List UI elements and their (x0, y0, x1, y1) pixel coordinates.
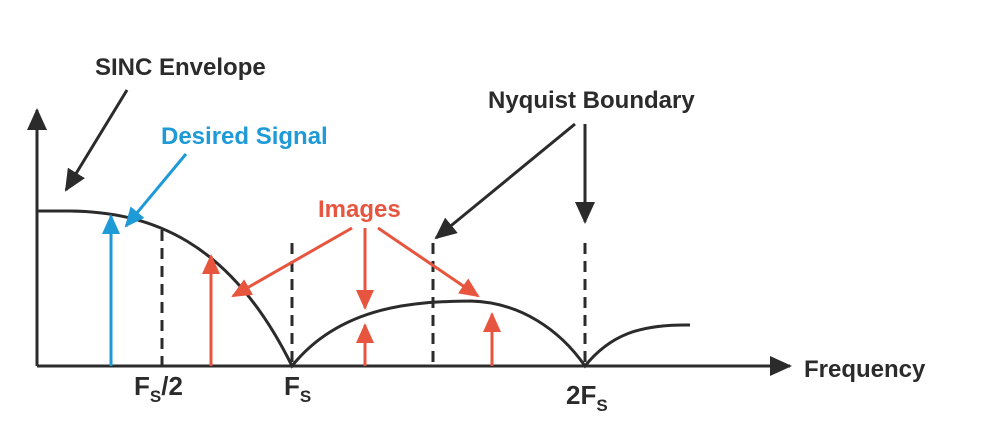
tick-label-two-fs: 2FS (566, 380, 608, 415)
desired-signal-label: Desired Signal (161, 123, 328, 150)
nyquist-pointer-left (434, 122, 576, 240)
frequency-label: Frequency (804, 356, 926, 383)
sinc-envelope-pointer (64, 89, 129, 192)
images-pointer-right (377, 226, 480, 298)
nyquist-boundary-label: Nyquist Boundary (488, 87, 695, 114)
images-pointer-left (231, 226, 353, 298)
sinc-envelope-label: SINC Envelope (95, 54, 266, 81)
tick-label-fs: FS (284, 371, 311, 406)
tick-label-fs-half: FS/2 (134, 371, 183, 406)
sinc-envelope-curve (37, 209, 691, 369)
desired-signal-pointer (124, 153, 188, 228)
images-label: Images (318, 196, 401, 223)
